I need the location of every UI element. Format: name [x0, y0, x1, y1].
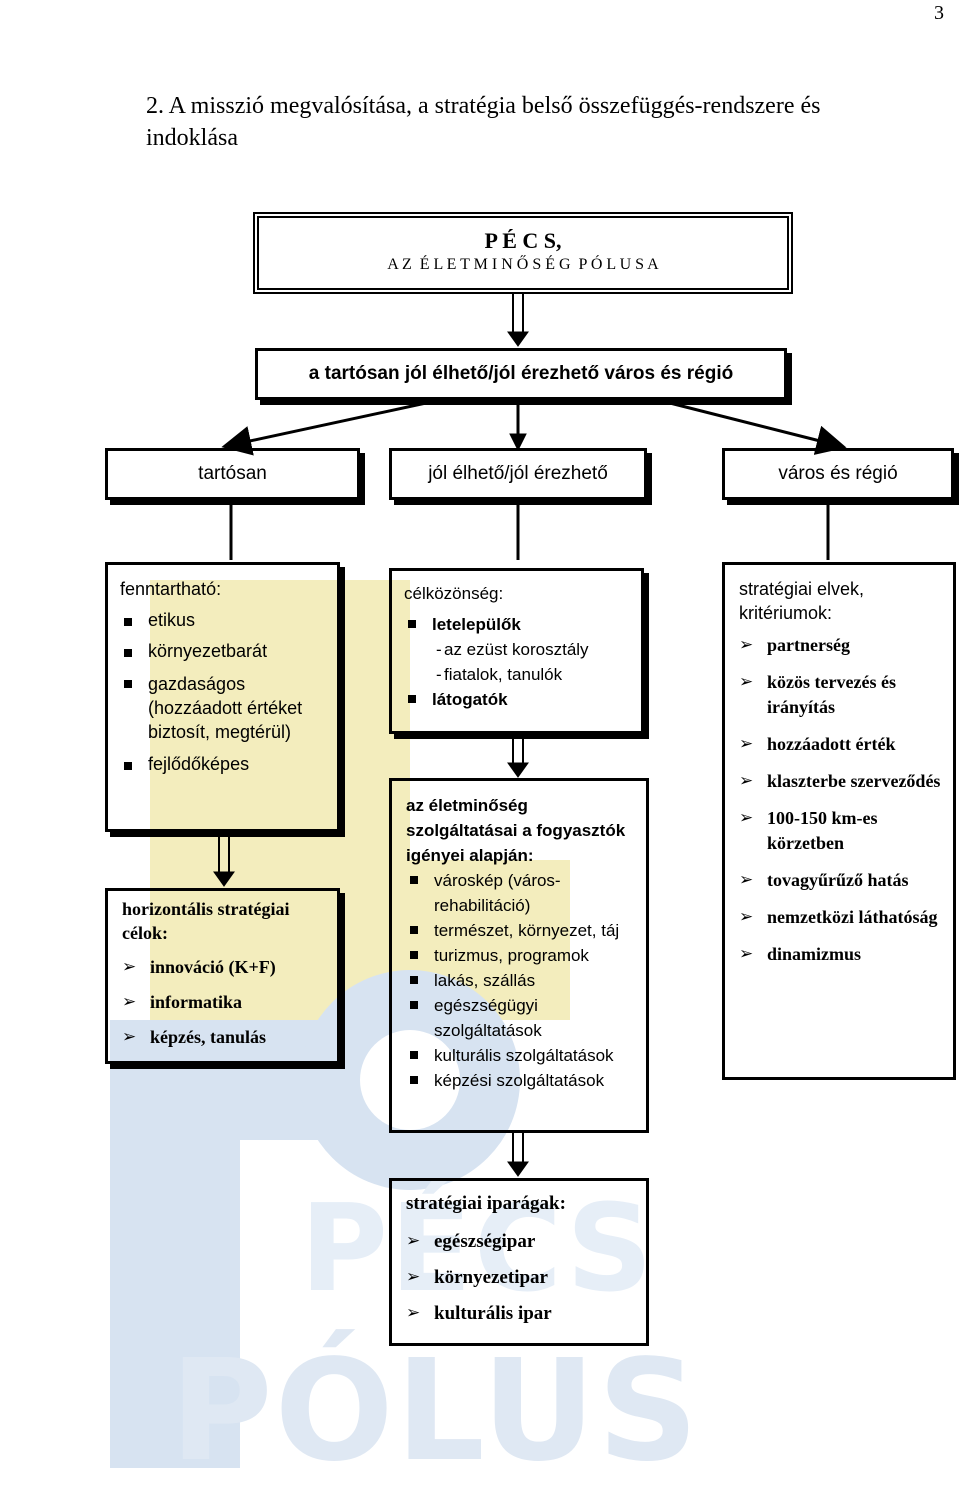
list-item: etikus — [120, 610, 325, 631]
audience-box: célközönség: letelepülők az ezüst korosz… — [389, 568, 644, 734]
list-item: gazdaságos (hozzáadott értéket biztosít,… — [120, 672, 325, 744]
sustainable-box: fenntartható: etikus környezetbarát gazd… — [105, 562, 340, 832]
list-item: környezetipar — [406, 1267, 636, 1289]
horizontal-list: innováció (K+F) informatika képzés, tanu… — [122, 957, 325, 1048]
page-number: 3 — [934, 2, 944, 24]
title-line2: A Z É L E T M I N Ő S É G P Ó L U S A — [387, 256, 659, 273]
list-item: tovagyűrűző hatás — [739, 868, 945, 893]
services-title: az életminőség szolgáltatásai a fogyaszt… — [406, 796, 626, 865]
list-item: fiatalok, tanulók — [404, 662, 629, 687]
list-item: látogatók — [404, 687, 629, 712]
sustainable-title: fenntartható: — [120, 579, 222, 599]
services-list: városkép (város-rehabilitáció) természet… — [406, 868, 636, 1093]
list-item: egészségipar — [406, 1231, 636, 1253]
title-box: P É C S, A Z É L E T M I N Ő S É G P Ó L… — [253, 212, 793, 294]
list-item: környezetbarát — [120, 641, 325, 662]
audience-sublist: az ezüst korosztály fiatalok, tanulók — [404, 637, 629, 687]
list-item: közös tervezés és irányítás — [739, 670, 945, 720]
list-item: partnerség — [739, 633, 945, 658]
list-item: lakás, szállás — [406, 968, 636, 993]
list-item: turizmus, programok — [406, 943, 636, 968]
watermark-text-polus: PÓLUS — [170, 1330, 701, 1493]
list-item: nemzetközi láthatóság — [739, 905, 945, 930]
horizontal-title: horizontális stratégiai célok: — [122, 899, 290, 943]
principles-list: partnerség közös tervezés és irányítás h… — [739, 633, 945, 967]
list-item: letelepülők — [404, 612, 629, 637]
vision-text: a tartósan jól élhető/jól érezhető város… — [308, 363, 734, 384]
sustainable-list: etikus környezetbarát gazdaságos (hozzáa… — [120, 610, 325, 775]
list-item: innováció (K+F) — [122, 957, 325, 978]
audience-title: célközönség: — [404, 584, 504, 603]
list-item: fejlődőképes — [120, 754, 325, 775]
pillar-label: jól élhető/jól érezhető — [428, 463, 608, 484]
principles-title: stratégiai elvek, kritériumok: — [739, 579, 865, 623]
page-heading: 2. A misszió megvalósítása, a stratégia … — [146, 93, 821, 151]
list-item: hozzáadott érték — [739, 732, 945, 757]
audience-list-2: látogatók — [404, 687, 629, 712]
audience-list: letelepülők — [404, 612, 629, 637]
list-item: klaszterbe szerveződés — [739, 769, 945, 794]
list-item: városkép (város-rehabilitáció) — [406, 868, 636, 918]
pillar-varos-es-regio: város és régió — [722, 448, 954, 500]
list-item: dinamizmus — [739, 942, 945, 967]
pillar-label: tartósan — [198, 463, 267, 484]
industries-title: stratégiai iparágak: — [406, 1193, 566, 1214]
list-item: egészségügyi szolgáltatások — [406, 993, 636, 1043]
list-item: kulturális szolgáltatások — [406, 1043, 636, 1068]
list-item: képzés, tanulás — [122, 1027, 325, 1048]
industries-box: stratégiai iparágak: egészségipar környe… — [389, 1178, 649, 1346]
horizontal-goals-box: horizontális stratégiai célok: innováció… — [105, 888, 340, 1064]
list-item: az ezüst korosztály — [404, 637, 629, 662]
pillar-jol-elheto: jól élhető/jól érezhető — [389, 448, 647, 500]
principles-box: stratégiai elvek, kritériumok: partnersé… — [722, 562, 956, 1080]
list-item: informatika — [122, 992, 325, 1013]
pillar-label: város és régió — [778, 463, 898, 484]
list-item: képzési szolgáltatások — [406, 1068, 636, 1093]
vision-box: a tartósan jól élhető/jól érezhető város… — [255, 348, 787, 400]
title-line1: P É C S, — [484, 228, 562, 253]
list-item: kulturális ipar — [406, 1303, 636, 1325]
list-item: 100-150 km-es körzetben — [739, 806, 945, 856]
services-box: az életminőség szolgáltatásai a fogyaszt… — [389, 778, 649, 1133]
list-item: természet, környezet, táj — [406, 918, 636, 943]
industries-list: egészségipar környezetipar kulturális ip… — [406, 1231, 636, 1325]
pillar-tartosan: tartósan — [105, 448, 360, 500]
